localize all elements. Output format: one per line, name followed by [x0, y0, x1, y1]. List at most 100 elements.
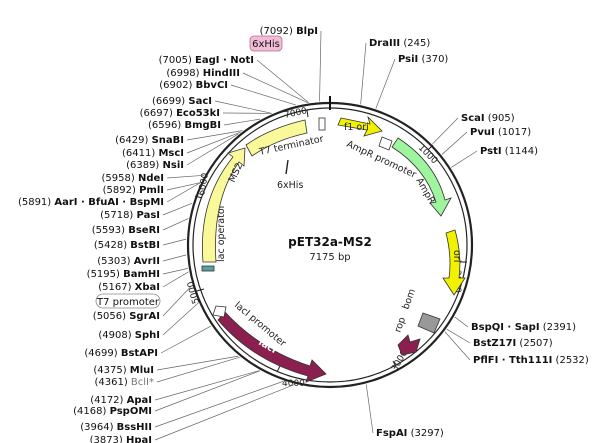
f1-ori-label: f1 ori	[344, 122, 369, 133]
leader-line	[154, 384, 295, 441]
ampr-promoter-box	[378, 136, 393, 151]
leader-line	[446, 328, 471, 344]
site-label-right: PvuI (1017)	[470, 127, 531, 138]
lac-operator-label: lac operator	[216, 204, 227, 262]
site-label-right: ScaI (905)	[461, 113, 515, 124]
leader-line	[186, 131, 241, 154]
leader-line	[319, 30, 322, 102]
his-inner-tick	[285, 159, 289, 175]
leader-line	[365, 384, 374, 434]
t7-promoter-text: T7 promoter	[96, 297, 160, 308]
leader-line	[375, 58, 396, 109]
leader-line	[162, 268, 188, 275]
leader-line	[441, 131, 468, 155]
leader-line	[156, 356, 240, 383]
leader-line	[230, 84, 297, 106]
his-badge-text: 6xHis	[252, 39, 280, 50]
site-label-left: (6429) SnaBI	[115, 135, 184, 146]
leader-line	[444, 331, 471, 361]
ampr-arrow	[391, 137, 452, 217]
site-label-left: (5892) PmlI	[103, 185, 164, 196]
site-label-right: BspQI · SapI (2391)	[471, 322, 576, 333]
site-label-left: (5428) BstBI	[94, 240, 160, 251]
site-label-left: (3964) BssHII	[80, 422, 152, 433]
leader-line	[162, 271, 189, 288]
his-badge	[249, 35, 283, 52]
leader-lines	[154, 30, 478, 441]
site-label-left: (4908) SphI	[98, 330, 160, 341]
site-label-right: FspAI (3297)	[376, 428, 444, 439]
bom-box	[417, 312, 441, 334]
tick-label-5000: 5000	[186, 280, 202, 305]
site-label-left: (6596) BmgBI	[148, 120, 221, 131]
tick-marks	[194, 109, 467, 373]
site-label-left: (6998) HindIII	[166, 68, 240, 79]
ori-label: ori	[451, 250, 462, 262]
site-label-left: (6697) Eco53kI	[140, 108, 220, 119]
tick-label-6000: 6000	[197, 172, 211, 197]
site-label-left: (4699) BstAPI	[84, 348, 158, 359]
site-label-right: PstI (1144)	[480, 146, 538, 157]
leader-line	[162, 285, 193, 317]
site-label-left: (6902) BbvCI	[159, 80, 228, 91]
site-label-left: (4361) BclI*	[94, 377, 154, 388]
site-label-left: (4168) PspOMI	[73, 406, 152, 417]
site-label-left: (3873) HpaI	[90, 435, 152, 443]
ms2-arrow	[202, 147, 246, 263]
leader-line	[242, 72, 308, 104]
site-label-left: (6699) SacI	[152, 96, 212, 107]
site-label-left: (4375) MluI	[93, 365, 154, 376]
leader-line	[160, 325, 212, 354]
site-label-right: BstZ17I (2507)	[473, 338, 553, 349]
leader-line	[162, 202, 193, 216]
laci-promoter-box	[212, 305, 227, 318]
ori-arrow	[442, 229, 466, 296]
site-label-right: PsiI (370)	[398, 54, 448, 65]
site-label-left: (5303) AvrII	[97, 256, 160, 267]
leader-line	[166, 182, 201, 191]
f1-ori-arrow	[337, 115, 383, 137]
leader-line	[454, 316, 469, 328]
ms2-arc-top	[245, 119, 308, 157]
plasmid-name: pET32a-MS2	[288, 235, 372, 249]
leader-line	[214, 100, 272, 114]
site-label-left: (5891) AarI · BfuAI · BspMI	[18, 197, 164, 208]
leader-line	[432, 117, 459, 145]
site-label-left: (4172) ApaI	[90, 395, 152, 406]
site-label-left: (7092) BlpI	[260, 26, 318, 37]
site-label-left: (5056) SgrAI	[93, 311, 160, 322]
leader-line	[186, 130, 243, 141]
lac-operator-box	[201, 265, 215, 272]
leader-line	[162, 254, 187, 262]
leader-line	[223, 118, 261, 126]
site-labels: (7092) BlpI(7005) EagI · NotI(6998) Hind…	[18, 26, 589, 443]
site-label-right: DraIII (245)	[369, 38, 430, 49]
leader-line	[156, 355, 239, 371]
site-label-left: (5718) PasI	[100, 210, 160, 221]
leader-line	[166, 182, 201, 203]
leader-line	[162, 218, 189, 231]
rop-arrow	[397, 334, 421, 356]
t7-promoter-badge	[95, 293, 161, 309]
leader-line	[166, 174, 205, 179]
site-label-left: (6411) MscI	[122, 148, 184, 159]
rop-label: rop	[392, 316, 408, 334]
leader-line	[451, 150, 478, 168]
site-label-left: (5593) BseRI	[92, 225, 160, 236]
site-label-left: (5195) BamHI	[87, 269, 160, 280]
leader-line	[256, 59, 309, 103]
leader-line	[162, 302, 199, 336]
laci-arrow	[217, 311, 327, 383]
leader-line	[154, 380, 284, 428]
his-inner-label: 6xHis	[277, 180, 303, 191]
site-label-left: (5958) NdeI	[102, 173, 164, 184]
tick-label-7000: 7000	[284, 106, 309, 121]
leader-line	[154, 370, 261, 412]
leader-line	[186, 133, 239, 166]
site-label-left: (6389) NsiI	[126, 160, 184, 171]
plasmid-size: 7175 bp	[309, 252, 350, 263]
site-label-left: (5167) XbaI	[98, 282, 160, 293]
leader-line	[162, 238, 187, 246]
